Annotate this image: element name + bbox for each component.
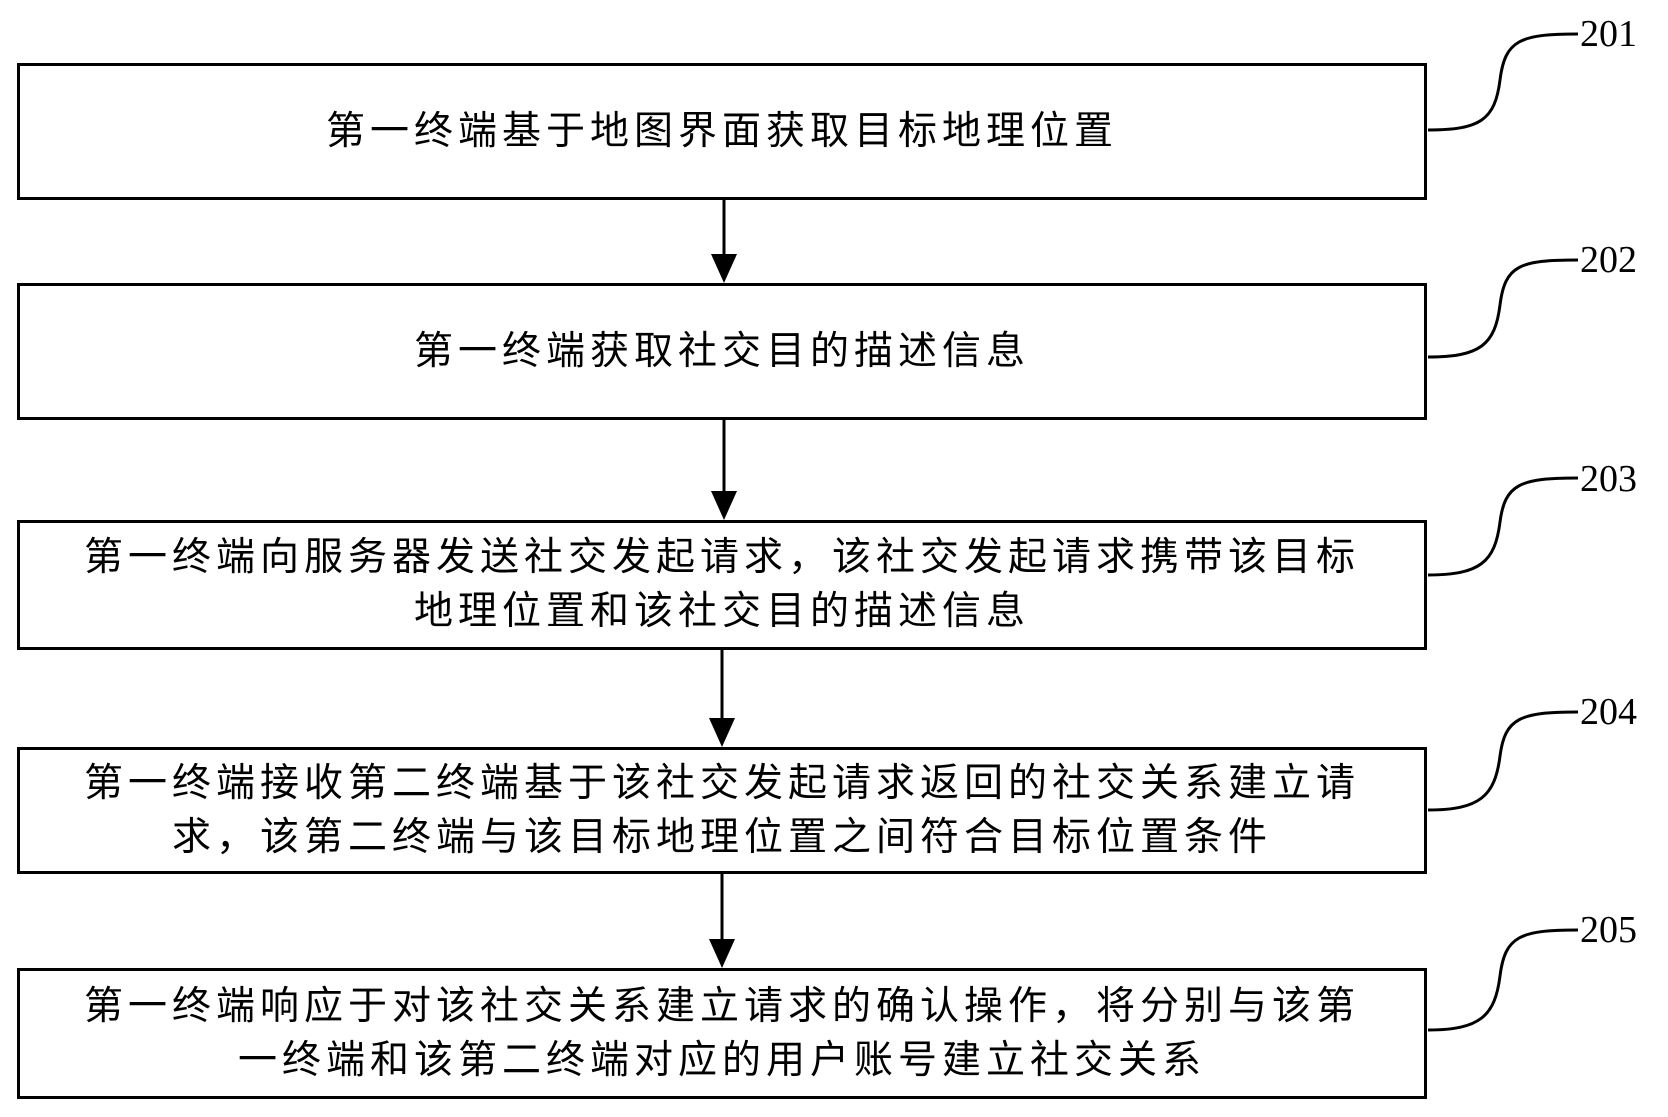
step-number-205: 205 — [1580, 909, 1637, 951]
leader-line-202 — [1427, 258, 1579, 359]
step-box-204: 第一终端接收第二终端基于该社交发起请求返回的社交关系建立请 求，该第二终端与该目… — [17, 747, 1427, 874]
step-number-204: 204 — [1580, 691, 1637, 733]
step-text-202: 第一终端获取社交目的描述信息 — [413, 328, 1030, 374]
step-text-203: 第一终端向服务器发送社交发起请求，该社交发起请求携带该目标 地理位置和该社交目的… — [83, 535, 1360, 634]
step-box-203: 第一终端向服务器发送社交发起请求，该社交发起请求携带该目标 地理位置和该社交目的… — [17, 520, 1427, 650]
step-text-205: 第一终端响应于对该社交关系建立请求的确认操作，将分别与该第 一终端和该第二终端对… — [83, 983, 1360, 1083]
step-number-201: 201 — [1580, 13, 1637, 55]
arrow-204-to-205 — [709, 874, 735, 968]
arrow-202-to-203 — [711, 420, 737, 520]
step-box-202: 第一终端获取社交目的描述信息 — [17, 283, 1427, 420]
step-box-201: 第一终端基于地图界面获取目标地理位置 — [17, 63, 1427, 200]
arrow-201-to-202 — [711, 200, 737, 283]
leader-line-205 — [1427, 928, 1579, 1032]
leader-line-201 — [1427, 32, 1579, 132]
step-number-203: 203 — [1580, 458, 1637, 500]
leader-line-204 — [1427, 710, 1579, 812]
step-number-202: 202 — [1580, 239, 1637, 281]
arrow-203-to-204 — [709, 650, 735, 747]
step-text-204: 第一终端接收第二终端基于该社交发起请求返回的社交关系建立请 求，该第二终端与该目… — [83, 760, 1360, 860]
leader-line-203 — [1427, 476, 1579, 577]
step-box-205: 第一终端响应于对该社交关系建立请求的确认操作，将分别与该第 一终端和该第二终端对… — [17, 968, 1427, 1099]
step-text-201: 第一终端基于地图界面获取目标地理位置 — [325, 108, 1118, 154]
